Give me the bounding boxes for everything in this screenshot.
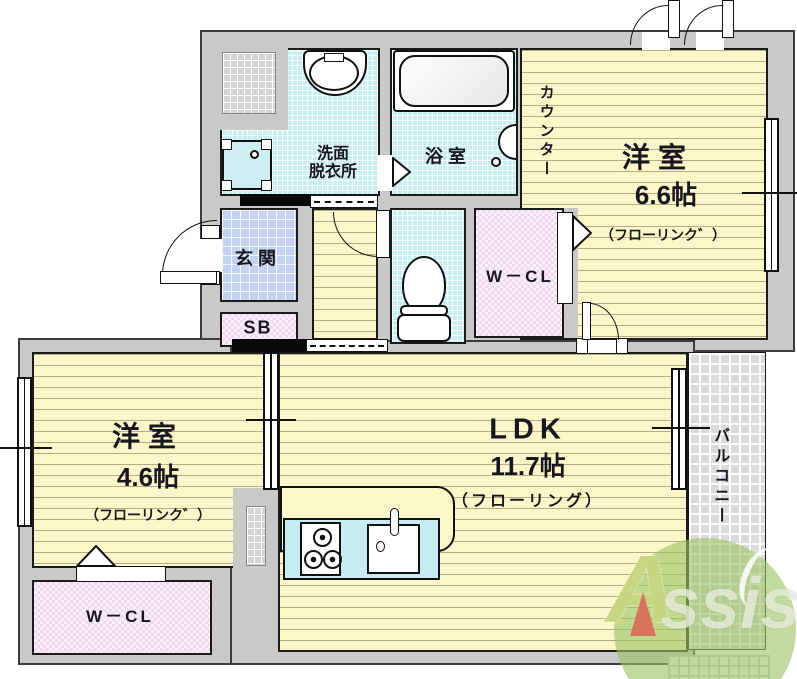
label-washroom: 洗面 脱衣所 xyxy=(308,145,358,181)
label-balcony: バルコニー xyxy=(711,427,729,527)
wcl-upper-door-slab xyxy=(557,212,573,304)
toilet-tank xyxy=(397,314,451,342)
bathroom-doorway-gap xyxy=(378,155,392,191)
entrance-step-bar xyxy=(240,194,310,206)
label-bedroom66-name: 洋室 xyxy=(621,141,695,173)
label-bathroom: 浴室 xyxy=(425,146,471,167)
bedroom66-doorway-gap xyxy=(588,340,616,353)
closet-door-slab xyxy=(76,566,166,582)
bathtub-inner xyxy=(399,55,509,107)
bedroom66-jamb-left xyxy=(576,338,588,354)
bathroom-door-triangle xyxy=(392,157,411,187)
room-wcl-upper xyxy=(474,208,564,338)
tick-right-wall xyxy=(742,192,797,194)
label-bedroom66-size: 6.6帖 xyxy=(634,180,698,211)
room-entrance xyxy=(220,208,298,302)
outside-paving xyxy=(668,655,770,679)
room-wcl-lower xyxy=(32,580,212,655)
washer-pan-drain xyxy=(250,150,259,159)
wcl-upper-door-triangle xyxy=(572,215,592,251)
label-bedroom46-floor: （フローリンク゛） xyxy=(85,506,211,523)
label-ldk-name: LDK xyxy=(489,413,567,446)
label-counter: カウンター xyxy=(537,84,555,180)
washer-pan-corner-2 xyxy=(261,139,272,150)
toilet-door-leaf xyxy=(376,210,390,258)
bath-drain xyxy=(491,157,501,167)
kitchen-sink-drain xyxy=(376,541,385,552)
room-bedroom-46 xyxy=(32,352,265,568)
tick-partition xyxy=(246,419,296,421)
stove xyxy=(300,522,342,576)
sliding-door-washroom xyxy=(310,195,378,208)
label-wcl-upper: W－CL xyxy=(486,267,554,287)
label-ldk-floor: （フローリング） xyxy=(451,492,605,510)
top-door-arc-2 xyxy=(684,5,722,45)
label-shoe-box: SB xyxy=(243,317,273,338)
washer-pan-corner-4 xyxy=(261,180,272,191)
hallway xyxy=(312,208,378,340)
label-bedroom46-name: 洋室 xyxy=(111,420,185,452)
label-bedroom46-size: 4.6帖 xyxy=(116,462,180,493)
entrance-door-leaf xyxy=(160,271,217,284)
hall-step-bar xyxy=(232,339,306,352)
tick-left-wall xyxy=(0,447,52,449)
top-door-arc-1 xyxy=(630,5,668,45)
window-bedroom46 xyxy=(17,377,32,527)
window-ldk-balcony xyxy=(671,368,687,490)
washer-pan-corner-1 xyxy=(221,139,232,150)
top-door-leaf-2 xyxy=(722,0,734,38)
tick-balcony-window xyxy=(652,427,710,429)
window-bedroom66 xyxy=(764,118,779,272)
entrance-door-arc xyxy=(162,220,217,275)
label-wcl-lower: W－CL xyxy=(86,607,154,627)
storage-grid-square xyxy=(222,52,276,114)
top-door-leaf-1 xyxy=(668,0,680,38)
label-entrance: 玄関 xyxy=(235,248,281,269)
closet-door-triangle xyxy=(76,545,116,567)
washbasin-faucet xyxy=(324,53,344,62)
glass-block xyxy=(246,506,266,566)
label-ldk-size: 11.7帖 xyxy=(490,451,566,482)
kitchen-faucet xyxy=(390,508,399,536)
sliding-partition xyxy=(263,352,279,490)
bedroom66-door-leaf xyxy=(582,302,591,340)
sliding-door-ldk xyxy=(306,339,388,352)
bedroom66-jamb-right xyxy=(616,338,628,354)
washer-pan-corner-3 xyxy=(221,180,232,191)
label-bedroom66-floor: （フローリンク゛） xyxy=(600,226,726,243)
